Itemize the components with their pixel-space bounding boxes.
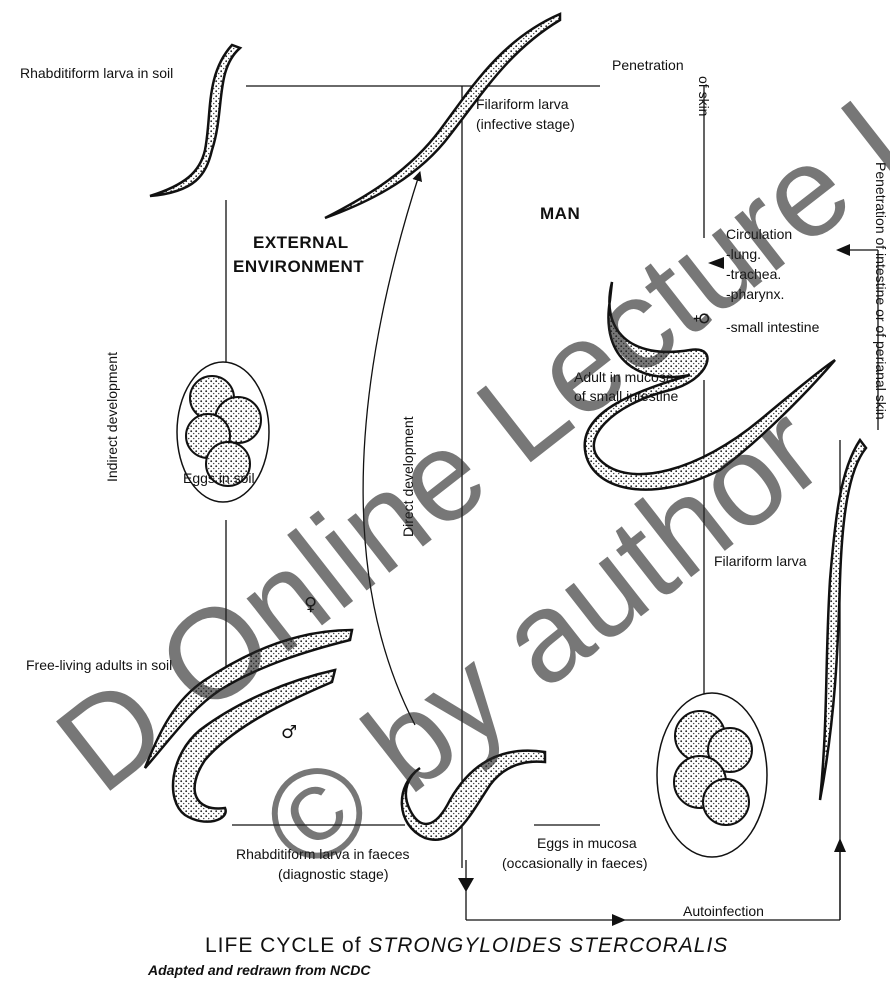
figure-caption: LIFE CYCLE of STRONGYLOIDES STERCORALIS	[205, 934, 728, 958]
rhabditiform-larva-faeces	[402, 751, 545, 840]
label-autoinfection: Autoinfection	[683, 902, 764, 920]
label-route-trachea: -trachea.	[726, 265, 781, 283]
label-indirect-development: Indirect development	[104, 352, 120, 482]
caption-prefix: LIFE CYCLE of	[205, 934, 362, 957]
filariform-larva-right	[820, 440, 866, 800]
arrowheads	[458, 244, 850, 926]
label-penetration-intestine: Penetration of intestine or of perianal …	[873, 162, 889, 420]
label-filariform-top-1: Filariform larva	[476, 95, 569, 113]
label-of-skin: of skin	[696, 76, 712, 116]
caption-species: STRONGYLOIDES STERCORALIS	[368, 934, 728, 957]
label-route-pharynx: -pharynx.	[726, 285, 784, 303]
label-filariform-right: Filariform larva	[714, 552, 807, 570]
label-adult-mucosa-2: of small intestine	[574, 387, 678, 405]
label-man: MAN	[540, 203, 580, 225]
label-rhabditiform-faeces-1: Rhabditiform larva in faeces	[236, 845, 410, 863]
label-free-living: Free-living adults in soil	[26, 656, 172, 674]
label-eggs-mucosa-1: Eggs in mucosa	[537, 834, 637, 852]
free-living-female	[145, 630, 352, 768]
male-symbol: ♂	[281, 722, 297, 743]
label-eggs-soil: Eggs in soil	[183, 469, 255, 487]
label-route-lung: -lung.	[726, 245, 761, 263]
label-direct-development: Direct development	[400, 416, 416, 537]
label-eggs-mucosa-2: (occasionally in faeces)	[502, 854, 648, 872]
label-external: EXTERNAL	[253, 232, 349, 254]
label-adult-mucosa-1: Adult in mucosa	[574, 368, 674, 386]
caption-credit: Adapted and redrawn from NCDC	[148, 962, 370, 978]
label-environment: ENVIRONMENT	[233, 256, 364, 278]
label-filariform-top-2: (infective stage)	[476, 115, 575, 133]
label-penetration: Penetration	[612, 56, 684, 74]
female-symbol: ♀	[304, 594, 317, 615]
label-circulation: Circulation	[726, 225, 792, 243]
label-route-small-intestine: -small intestine	[726, 318, 819, 336]
label-rhabditiform-faeces-2: (diagnostic stage)	[278, 865, 389, 883]
female-symbol-adult: ♀	[691, 312, 712, 325]
label-rhabditiform-soil: Rhabditiform larva in soil	[20, 64, 173, 82]
